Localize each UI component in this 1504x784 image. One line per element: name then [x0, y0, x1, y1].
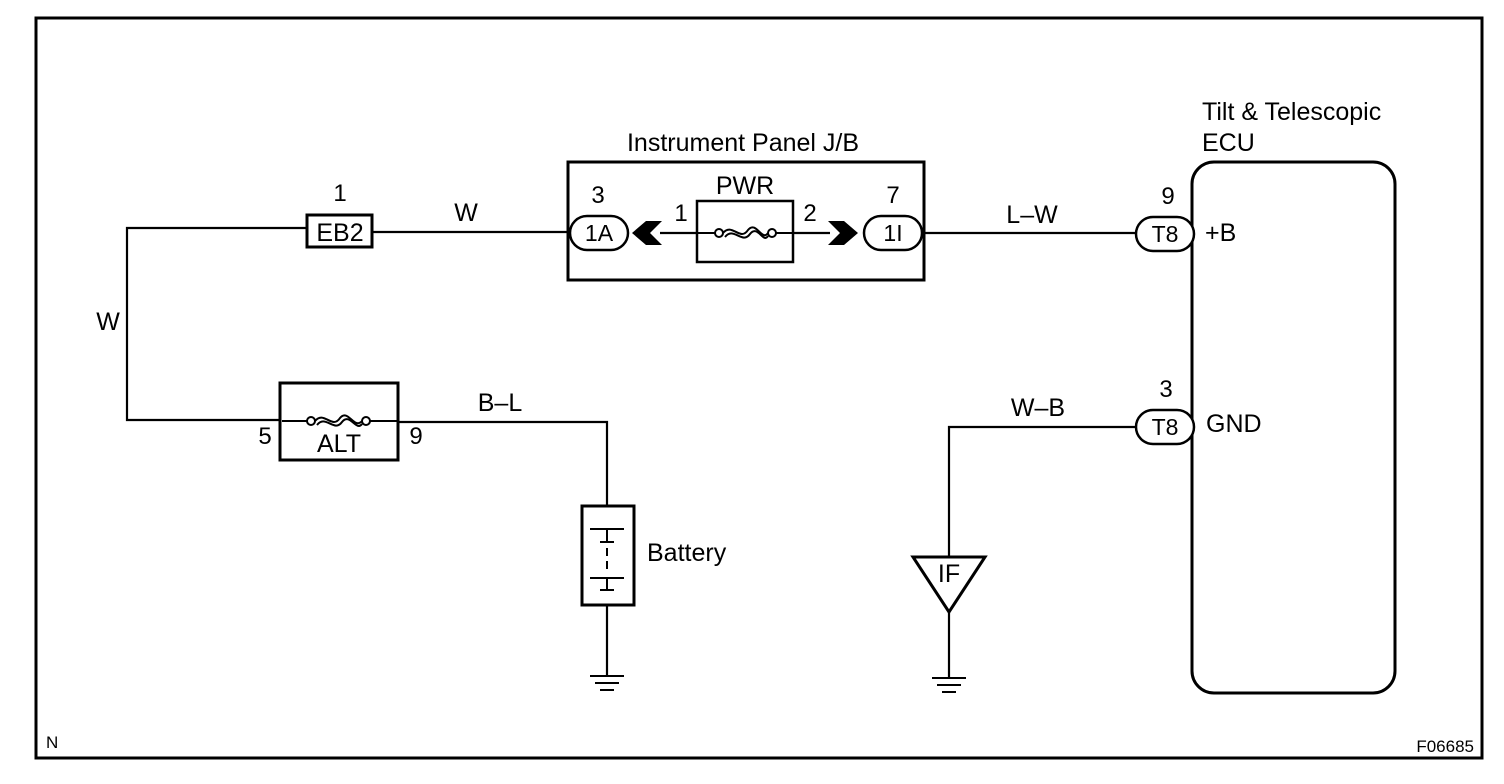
pin-alt-left: 5 — [258, 423, 271, 450]
ecu-title-line2: ECU — [1202, 129, 1255, 157]
corner-label-n: N — [46, 733, 58, 752]
wire-label-left: W — [96, 308, 120, 336]
battery-symbol — [590, 528, 624, 591]
fuse-alt-symbol — [282, 414, 398, 427]
pin-pwr-left: 1 — [674, 200, 687, 227]
connector-t8-bottom-label: T8 — [1152, 414, 1179, 440]
ij-box-title: Instrument Panel J/B — [627, 129, 859, 157]
fuse-alt-label: ALT — [317, 430, 361, 458]
ij-box — [566, 160, 926, 282]
connector-t8-bottom — [1134, 408, 1196, 446]
ecu-pin-gnd-label: GND — [1206, 410, 1262, 438]
pin-1i: 7 — [886, 182, 899, 209]
fuse-eb2-label: EB2 — [316, 219, 363, 247]
pin-t8-bottom: 3 — [1159, 376, 1172, 403]
ecu-pin-b-label: +B — [1205, 219, 1236, 247]
ground-symbol-if — [932, 677, 966, 693]
wire-label-ground-t8: W–B — [1011, 394, 1065, 422]
ecu-title-line1: Tilt & Telescopic — [1202, 98, 1381, 126]
fuse-pwr-symbol — [697, 226, 793, 239]
connector-1a — [568, 214, 630, 252]
pin-1a: 3 — [591, 182, 604, 209]
pin-pwr-right: 2 — [803, 200, 816, 227]
diagram-frame — [34, 16, 1484, 760]
pin-alt-right: 9 — [409, 423, 422, 450]
connector-1i-label: 1I — [883, 220, 902, 246]
connector-t8-top-label: T8 — [1152, 221, 1179, 247]
fuse-pwr-label: PWR — [716, 172, 774, 200]
wire-ground-t8 — [947, 425, 1136, 557]
figure-code: F06685 — [1416, 737, 1474, 756]
wire-label-1i-t8: L–W — [1006, 201, 1058, 229]
battery-label: Battery — [647, 539, 727, 567]
pin-eb2: 1 — [333, 180, 346, 207]
connector-1a-label: 1A — [585, 220, 614, 246]
connector-t8-top — [1134, 215, 1196, 253]
fuse-eb2-box — [305, 213, 374, 249]
wire-label-eb2-1a: W — [454, 199, 478, 227]
wire-label-alt-battery: B–L — [478, 389, 523, 417]
pin-t8-top: 9 — [1161, 183, 1174, 210]
connector-1i — [862, 214, 924, 252]
wire-left-loop — [125, 226, 307, 422]
fuse-pwr-box — [695, 199, 795, 264]
ground-point-if-label: IF — [938, 560, 960, 588]
ground-symbol-battery — [590, 675, 624, 691]
wires — [125, 226, 1136, 677]
ground-point-if — [910, 555, 988, 615]
terminal-chevron-right — [828, 221, 858, 245]
terminal-chevron-left — [632, 221, 662, 245]
wire-alt-battery — [398, 420, 609, 506]
